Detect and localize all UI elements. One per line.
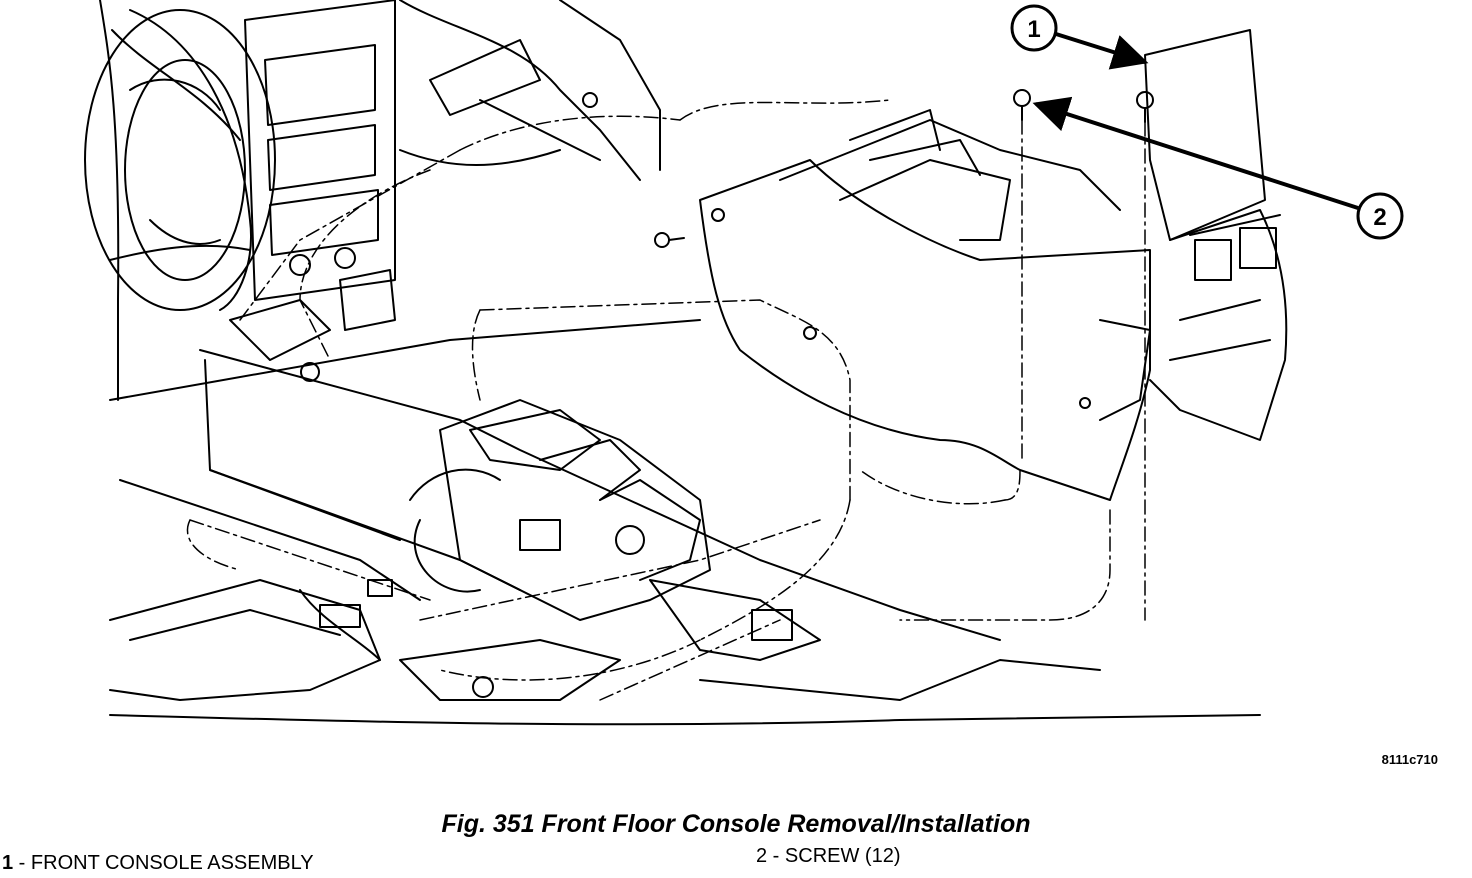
floor-pan-drawing [109,319,1261,726]
legend-item-1: 1 - FRONT CONSOLE ASSEMBLY [2,852,314,875]
figure-caption: Fig. 351 Front Floor Console Removal/Ins… [441,810,1031,838]
dashboard-drawing [84,0,661,401]
legend-item-2-separator: - [767,845,785,867]
front-console-drawing [699,29,1288,501]
phantom-lines [186,99,1146,701]
legend-item-1-label: FRONT CONSOLE ASSEMBLY [30,852,314,874]
shifter-mechanism-drawing [299,399,821,661]
callout-1-number: 1 [1027,16,1040,43]
legend-item-1-number: 1 [2,852,14,874]
callout-2: 2 [1032,96,1404,240]
console-diagram: 1 2 [84,0,1404,726]
legend-item-1-separator: - [13,852,31,874]
callout-2-number: 2 [1373,204,1386,231]
callout-1-arrow [1055,32,1149,70]
callout-1: 1 [1010,4,1149,70]
callout-2-arrow [1032,96,1359,210]
legend-item-2-number: 2 [756,845,768,867]
legend-item-2-label: SCREW (12) [784,845,901,867]
figure-code: 8111c710 [1381,752,1438,767]
console-base-drawing [199,269,1001,641]
screw-drawing [654,89,1154,248]
legend-item-2: 2 - SCREW (12) [756,845,900,868]
